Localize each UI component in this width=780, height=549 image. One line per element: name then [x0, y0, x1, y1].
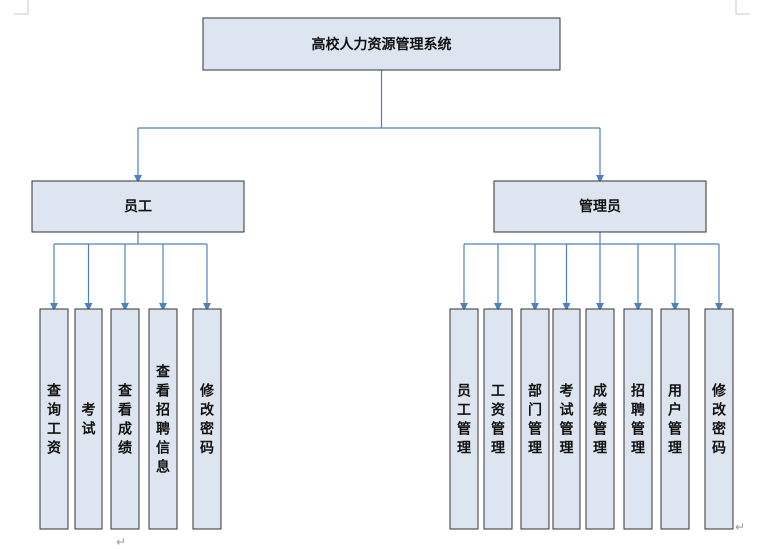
- leaf-box-employee-4: [192, 308, 222, 530]
- branch-label-admin: 管理员: [579, 198, 621, 215]
- leaf-node-admin-0: 员工管理: [449, 308, 479, 530]
- leaf-box-admin-0: [449, 308, 479, 530]
- leaf-label-admin-7: 修改密码: [711, 383, 727, 457]
- crop-mark-top-right: [735, 0, 750, 15]
- leaf-node-admin-6: 用户管理: [660, 308, 690, 530]
- leaf-node-employee-0: 查询工资: [39, 308, 69, 530]
- leaf-box-employee-0: [39, 308, 69, 530]
- leaf-label-admin-4: 成绩管理: [593, 383, 607, 457]
- leaf-box-admin-7: [704, 308, 734, 530]
- leaf-node-employee-4: 修改密码: [192, 308, 222, 530]
- leaf-label-employee-2: 查看成绩: [117, 383, 133, 457]
- leaf-node-admin-3: 考试管理: [552, 308, 581, 530]
- leaf-box-admin-2: [520, 308, 550, 530]
- root-node: 高校人力资源管理系统: [202, 17, 561, 71]
- leaf-node-admin-4: 成绩管理: [585, 308, 615, 530]
- leaf-nodes: 查询工资 考试 查看成绩 查看招聘信息 修改密码 员工管理 工资管理 部门管理 考试管理 成绩管理…: [39, 308, 734, 530]
- leaf-box-admin-5: [623, 308, 653, 530]
- leaf-box-admin-6: [660, 308, 690, 530]
- branch-node-admin: 管理员: [493, 180, 707, 233]
- leaf-node-admin-7: 修改密码: [704, 308, 734, 530]
- leaf-box-employee-3: [148, 308, 178, 530]
- leaf-node-admin-1: 工资管理: [483, 308, 513, 530]
- leaf-label-employee-0: 查询工资: [47, 383, 62, 457]
- branch-box-employee: [31, 180, 245, 233]
- leaf-label-employee-3: 查看招聘信息: [155, 364, 171, 476]
- leaf-label-admin-2: 部门管理: [528, 383, 542, 457]
- leaf-label-admin-3: 考试管理: [560, 383, 574, 457]
- leaf-box-admin-4: [585, 308, 615, 530]
- leaf-node-employee-1: 考试: [74, 308, 103, 530]
- leaf-label-employee-1: 考试: [82, 402, 96, 438]
- leaf-box-admin-3: [552, 308, 581, 530]
- leaf-box-employee-1: [74, 308, 103, 530]
- leaf-label-admin-1: 工资管理: [491, 384, 505, 457]
- leaf-label-employee-4: 修改密码: [199, 383, 215, 457]
- leaf-label-admin-5: 招聘管理: [631, 383, 645, 457]
- branch-box-admin: [493, 180, 707, 233]
- crop-mark-top-left: [14, 0, 29, 15]
- leaf-box-admin-1: [483, 308, 513, 530]
- leaf-label-admin-6: 用户管理: [668, 384, 682, 457]
- leaf-box-employee-2: [110, 308, 140, 530]
- root-label: 高校人力资源管理系统: [312, 36, 452, 53]
- connectors: [50, 70, 723, 311]
- leaf-label-admin-0: 员工管理: [457, 384, 471, 457]
- branch-node-employee: 员工: [31, 180, 245, 233]
- leaf-node-admin-2: 部门管理: [520, 308, 550, 530]
- leaf-node-admin-5: 招聘管理: [623, 308, 653, 530]
- leaf-node-employee-2: 查看成绩: [110, 308, 140, 530]
- root-box: [202, 17, 561, 71]
- branch-label-employee: 员工: [124, 199, 152, 215]
- paragraph-mark-bottom-left: ↵: [116, 535, 126, 549]
- paragraph-mark-bottom-right: ↵: [735, 520, 745, 534]
- leaf-node-employee-3: 查看招聘信息: [148, 308, 178, 530]
